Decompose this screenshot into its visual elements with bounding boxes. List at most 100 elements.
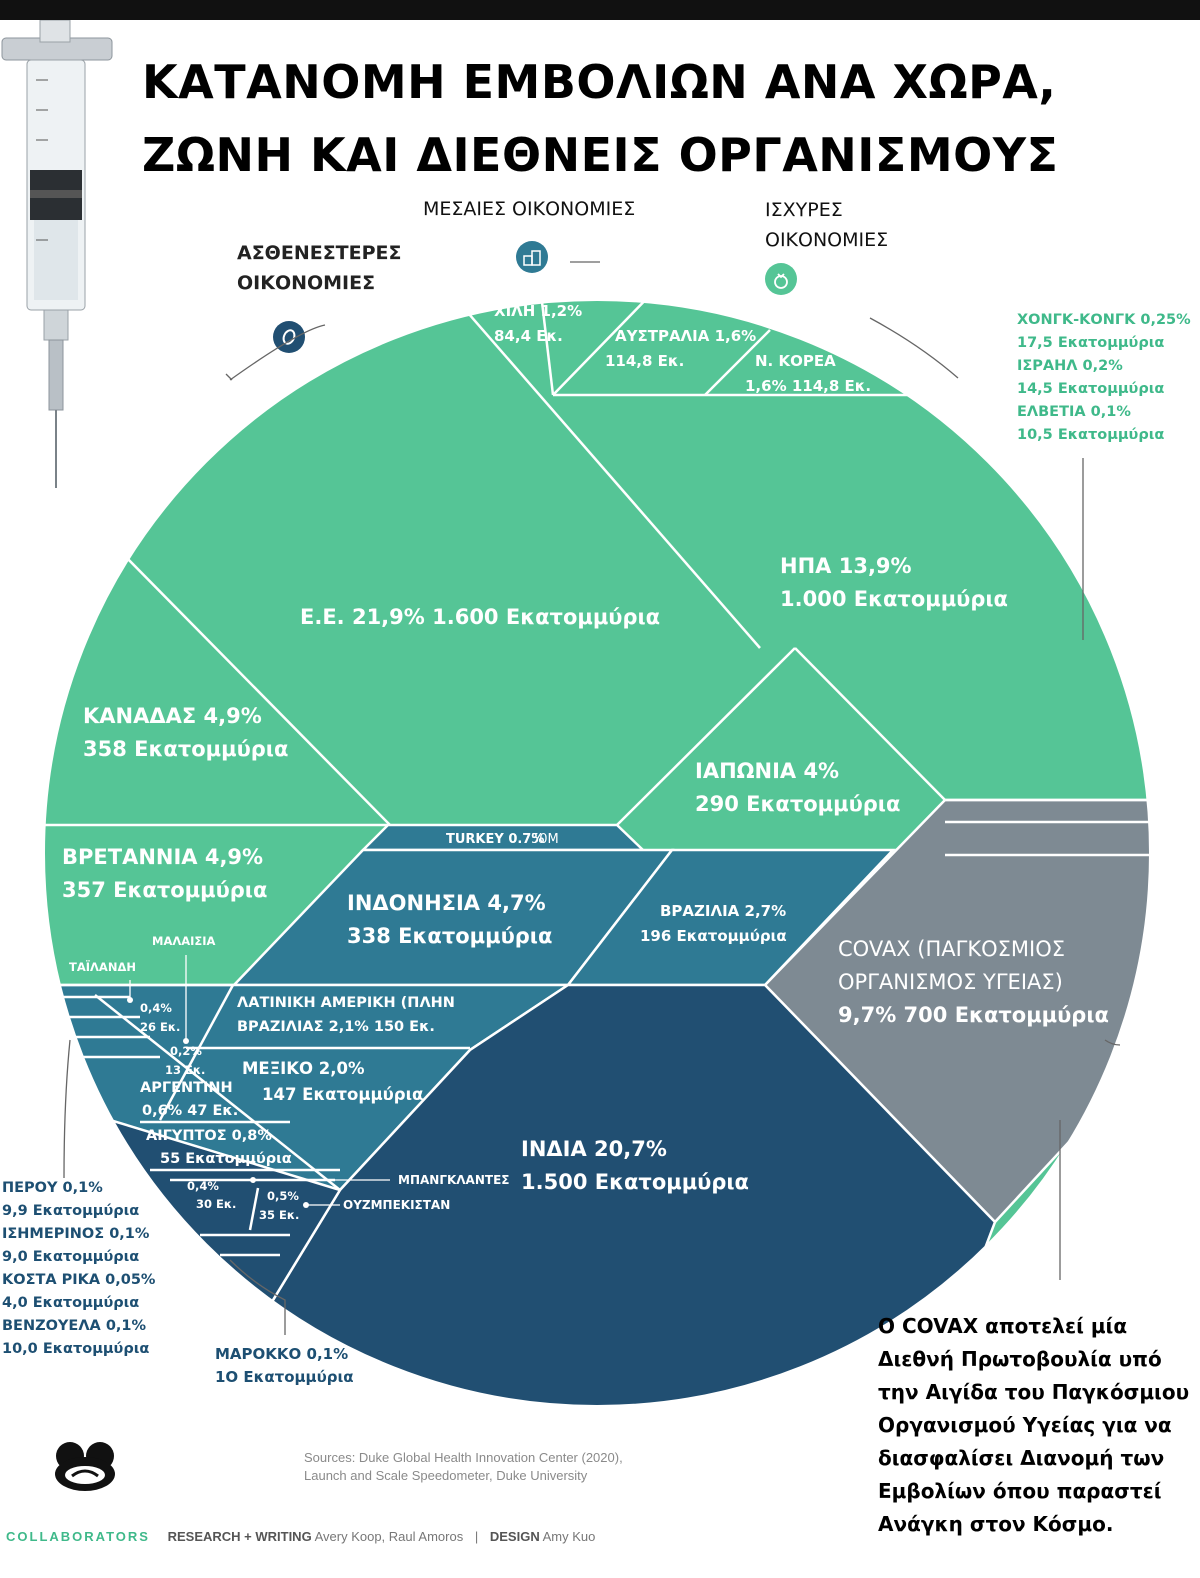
side-latam-1: 9,9 Εκατομμύρια xyxy=(2,1203,140,1219)
label-malaysia-1: 0,2% xyxy=(170,1044,202,1058)
side-morocco-0: ΜΑΡΟΚΚΟ 0,1% xyxy=(215,1345,349,1363)
region-india xyxy=(197,983,997,1406)
label-argentina-1: ΑΡΓΕΝΤΙΝΗ xyxy=(140,1080,233,1096)
money-bag-icon xyxy=(765,263,797,295)
label-argentina-2: 0,6% 47 Εκ. xyxy=(142,1103,238,1119)
category-weak-line1: ΑΣΘΕΝΕΣΤΕΡΕΣ xyxy=(237,242,402,264)
logo-icon xyxy=(55,1442,115,1491)
label-japan-1: ΙΑΠΩΝΙΑ 4% xyxy=(695,759,839,783)
covax-note-5: Εμβολίων όπου παραστεί xyxy=(878,1479,1162,1503)
side-latam-5: 4,0 Εκατομμύρια xyxy=(2,1295,140,1311)
side-strong-0: ΧΟΝΓΚ-ΚΟΝΓΚ 0,25% xyxy=(1017,312,1191,328)
label-australia-2: 114,8 Εκ. xyxy=(605,352,684,370)
label-covax-2: ΟΡΓΑΝΙΣΜΟΣ ΥΓΕΙΑΣ) xyxy=(838,970,1063,994)
syringe-icon xyxy=(1,20,113,488)
pointer-lines xyxy=(129,955,390,1206)
label-malaysia: ΜΑΛΑΙΣΙΑ xyxy=(152,934,216,948)
label-bangladesh-2: 30 Εκ. xyxy=(196,1197,236,1211)
side-strong-4: ΕΛΒΕΤΙΑ 0,1% xyxy=(1017,404,1131,420)
label-covax-1: COVAX (ΠΑΓΚΟΣΜΙΟΣ xyxy=(838,937,1065,961)
label-chile-1: ΧΙΛΗ 1,2% xyxy=(494,302,582,320)
category-strong: ΙΣΧΥΡΕΣ ΟΙΚΟΝΟΜΙΕΣ xyxy=(765,195,888,255)
category-weak-line2: ΟΙΚΟΝΟΜΙΕΣ xyxy=(237,272,376,294)
label-thailand-1: 0,4% xyxy=(140,1001,172,1015)
credits-research-names: Avery Koop, Raul Amoros xyxy=(314,1529,464,1544)
side-strong-1: 17,5 Εκατομμύρια xyxy=(1017,335,1165,351)
label-latam-1: ΛΑΤΙΝΙΚΗ ΑΜΕΡΙΚΗ (ΠΛΗΝ xyxy=(237,995,455,1011)
label-bangladesh-1: 0,4% xyxy=(187,1179,219,1193)
label-eu: Ε.Ε. 21,9% 1.600 Εκατομμύρια xyxy=(300,605,660,629)
side-note-morocco: ΜΑΡΟΚΚΟ 0,1% 1Ο Εκατομμύρια xyxy=(215,1343,354,1389)
label-australia-1: ΑΥΣΤΡΑΛΙΑ 1,6% xyxy=(615,327,756,345)
side-latam-2: ΙΣΗΜΕΡΙΝΟΣ 0,1% xyxy=(2,1226,150,1242)
label-mexico-2: 147 Εκατομμύρια xyxy=(262,1085,423,1104)
category-middle: ΜΕΣΑΙΕΣ ΟΙΚΟΝΟΜΙΕΣ xyxy=(423,198,636,220)
label-egypt-2: 55 Εκατομμύρια xyxy=(160,1151,292,1167)
label-bangladesh-name: ΜΠΑΝΓΚΛΑΝΤΕΣ xyxy=(398,1173,509,1187)
label-uk-2: 357 Εκατομμύρια xyxy=(62,878,267,902)
category-weak: ΑΣΘΕΝΕΣΤΕΡΕΣ ΟΙΚΟΝΟΜΙΕΣ xyxy=(237,238,402,298)
label-uzbek-1: 0,5% xyxy=(267,1189,299,1203)
covax-note-2: την Αιγίδα του Παγκόσμιου xyxy=(878,1380,1190,1404)
label-canada-2: 358 Εκατομμύρια xyxy=(83,737,288,761)
label-latam-2: ΒΡΑΖΙΛΙΑΣ 2,1% 150 Εκ. xyxy=(237,1019,435,1035)
label-thailand-2: 26 Εκ. xyxy=(140,1020,180,1034)
label-usa-1: ΗΠΑ 13,9% xyxy=(780,554,912,578)
covax-note-1: Διεθνή Πρωτοβουλία υπό xyxy=(878,1347,1162,1371)
label-turkey-1: TURKEY 0.7% xyxy=(446,832,544,847)
side-latam-6: ΒΕΝΖΟΥΕΛΑ 0,1% xyxy=(2,1318,147,1334)
credits-design-label: DESIGN xyxy=(489,1529,540,1544)
covax-note-6: Ανάγκη στον Κόσμο. xyxy=(878,1512,1114,1536)
covax-note-3: Οργανισμού Υγείας για να xyxy=(878,1413,1172,1437)
label-indonesia-1: ΙΝΔΟΝΗΣΙΑ 4,7% xyxy=(347,891,546,915)
label-india-1: ΙΝΔΙΑ 20,7% xyxy=(521,1137,667,1161)
label-uk-1: ΒΡΕΤΑΝΝΙΑ 4,9% xyxy=(62,845,263,869)
credits-research-label: RESEARCH + WRITING xyxy=(167,1529,312,1544)
bracket-lines xyxy=(63,261,1121,1335)
label-usa-2: 1.000 Εκατομμύρια xyxy=(780,587,1008,611)
label-japan-2: 290 Εκατομμύρια xyxy=(695,792,900,816)
side-strong-2: ΙΣΡΑΗΛ 0,2% xyxy=(1017,358,1123,374)
label-turkey-2: 50M xyxy=(531,832,559,847)
credits-design-names: Amy Kuo xyxy=(542,1529,596,1544)
covax-note-0: Ο COVAX αποτελεί μία xyxy=(878,1314,1128,1338)
label-brazil-1: ΒΡΑΖΙΛΙΑ 2,7% xyxy=(660,902,786,920)
label-uzbek-name: ΟΥΖΜΠΕΚΙΣΤΑΝ xyxy=(343,1198,450,1212)
title-line-1: ΚΑΤΑΝΟΜΗ ΕΜΒΟΛΙΩΝ ΑΝΑ ΧΩΡΑ, xyxy=(142,55,1057,109)
covax-note-4: διασφαλίσει Διανομή των xyxy=(878,1446,1165,1470)
label-korea-1: Ν. ΚΟΡΕΑ xyxy=(755,352,836,370)
credits: COLLABORATORS RESEARCH + WRITING Avery K… xyxy=(6,1529,595,1544)
category-strong-line1: ΙΣΧΥΡΕΣ xyxy=(765,199,843,221)
sources: Sources: Duke Global Health Innovation C… xyxy=(304,1449,623,1485)
side-strong-5: 10,5 Εκατομμύρια xyxy=(1017,427,1165,443)
top-bar xyxy=(0,0,1200,20)
label-mexico-1: ΜΕΞΙΚΟ 2,0% xyxy=(242,1059,365,1078)
side-morocco-1: 1Ο Εκατομμύρια xyxy=(215,1368,354,1386)
label-canada-1: ΚΑΝΑΔΑΣ 4,9% xyxy=(83,704,262,728)
side-strong-3: 14,5 Εκατομμύρια xyxy=(1017,381,1165,397)
label-chile-2: 84,4 Εκ. xyxy=(494,327,563,345)
label-uzbek-2: 35 Εκ. xyxy=(259,1208,299,1222)
credits-brand: COLLABORATORS xyxy=(6,1529,150,1544)
category-strong-line2: ΟΙΚΟΝΟΜΙΕΣ xyxy=(765,229,889,251)
side-latam-0: ΠΕΡΟΥ 0,1% xyxy=(2,1180,103,1196)
side-latam-4: ΚΟΣΤΑ ΡΙΚΑ 0,05% xyxy=(2,1272,156,1288)
label-covax-3: 9,7% 700 Εκατομμύρια xyxy=(838,1003,1109,1027)
covax-note: Ο COVAX αποτελεί μία Διεθνή Πρωτοβουλία … xyxy=(878,1310,1189,1541)
label-malaysia-2: 13 Εκ. xyxy=(165,1063,205,1077)
side-latam-3: 9,0 Εκατομμύρια xyxy=(2,1249,140,1265)
label-thailand: ΤΑΪΛΑΝΔΗ xyxy=(69,959,136,974)
label-egypt-1: ΑΙΓΥΠΤΟΣ 0,8% xyxy=(146,1128,272,1144)
credits-separator: | xyxy=(474,1529,479,1544)
label-india-2: 1.500 Εκατομμύρια xyxy=(521,1170,749,1194)
label-korea-2: 1,6% 114,8 Εκ. xyxy=(745,377,871,395)
label-indonesia-2: 338 Εκατομμύρια xyxy=(347,924,552,948)
side-latam-7: 10,0 Εκατομμύρια xyxy=(2,1341,150,1357)
sources-line-2: Launch and Scale Speedometer, Duke Unive… xyxy=(304,1468,588,1483)
side-note-strong: ΧΟΝΓΚ-ΚΟΝΓΚ 0,25% 17,5 Εκατομμύρια ΙΣΡΑΗ… xyxy=(1017,309,1191,447)
sources-line-1: Sources: Duke Global Health Innovation C… xyxy=(304,1450,623,1465)
title-line-2: ΖΩΝΗ ΚΑΙ ΔΙΕΘΝΕΙΣ ΟΡΓΑΝΙΣΜΟΥΣ xyxy=(142,128,1059,182)
label-brazil-2: 196 Εκατομμύρια xyxy=(640,927,787,945)
